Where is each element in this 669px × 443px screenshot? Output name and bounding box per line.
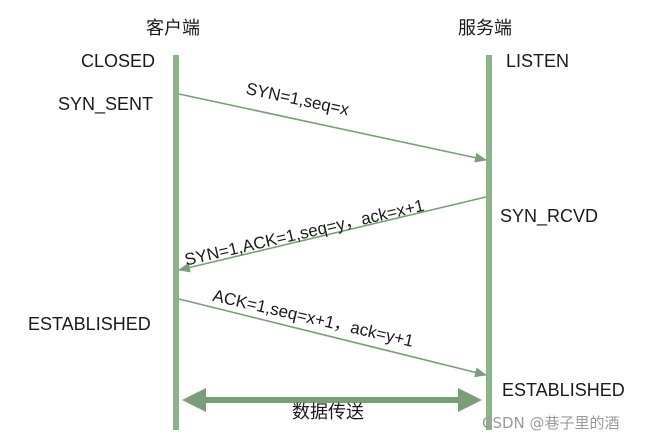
- server-state-listen: LISTEN: [506, 51, 570, 71]
- client-title: 客户端: [146, 18, 200, 39]
- server-state-syn-rcvd: SYN_RCVD: [500, 206, 599, 226]
- transfer-label: 数据传送: [292, 402, 364, 423]
- syn-ack-arrow: [178, 196, 487, 273]
- watermark: CSDN @巷子里的酒: [482, 414, 620, 432]
- client-state-syn-sent: SYN_SENT: [58, 94, 154, 114]
- transfer-arrowhead-left: [182, 388, 206, 412]
- ack-arrow: [178, 298, 487, 378]
- server-title: 服务端: [458, 18, 512, 39]
- server-lifeline: [486, 55, 492, 430]
- transfer-arrowhead-right: [458, 388, 482, 412]
- syn-arrow: [178, 93, 487, 163]
- client-state-closed: CLOSED: [81, 51, 156, 71]
- client-state-established: ESTABLISHED: [28, 314, 151, 334]
- server-state-established: ESTABLISHED: [502, 380, 625, 400]
- client-lifeline: [173, 55, 179, 430]
